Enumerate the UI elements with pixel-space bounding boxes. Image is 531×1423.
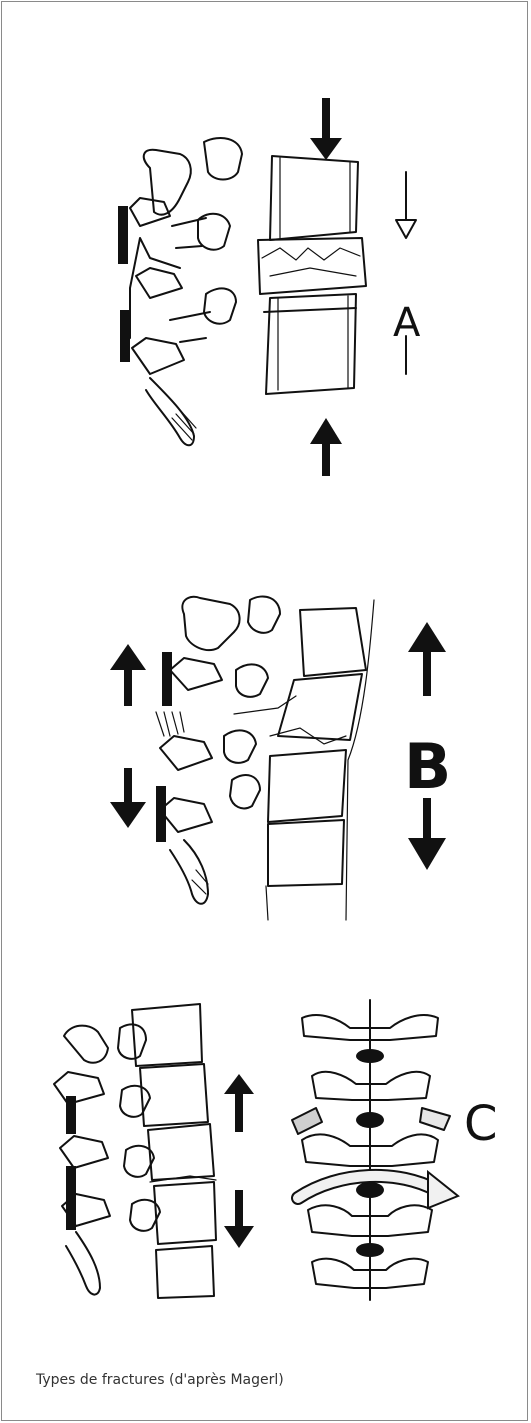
type-a-symbol: A: [393, 172, 421, 374]
type-a-label: A: [393, 300, 421, 346]
facet-joints: [224, 596, 296, 808]
spine-distraction-drawing: B: [100, 540, 470, 940]
facet-joints: [170, 138, 242, 342]
type-b-label: B: [404, 730, 451, 803]
panel-type-b: B: [100, 540, 470, 940]
compression-arrow-up-icon: [310, 418, 342, 476]
distraction-arrow-down-icon: [110, 768, 146, 828]
spine-rotation-drawing: C: [40, 1000, 510, 1300]
compression-arrow-down-icon: [310, 98, 342, 160]
type-c-label: C: [464, 1096, 498, 1152]
panel-type-a: A: [110, 98, 470, 488]
figure-caption: Types de fractures (d'après Magerl): [36, 1372, 284, 1388]
posterior-elements: [118, 150, 196, 446]
posterior-spine-view: [292, 1000, 450, 1300]
shear-arrow-icon: [224, 1074, 254, 1248]
vertebral-bodies: [266, 600, 374, 920]
distraction-arrow-up-icon: [110, 644, 146, 706]
posterior-elements: [156, 597, 240, 904]
lateral-spine-view: [54, 1004, 216, 1298]
panel-type-c: C: [40, 1000, 510, 1300]
type-b-symbol: B: [404, 622, 451, 870]
vertebral-bodies: [258, 156, 366, 394]
spine-compression-drawing: A: [110, 98, 470, 488]
